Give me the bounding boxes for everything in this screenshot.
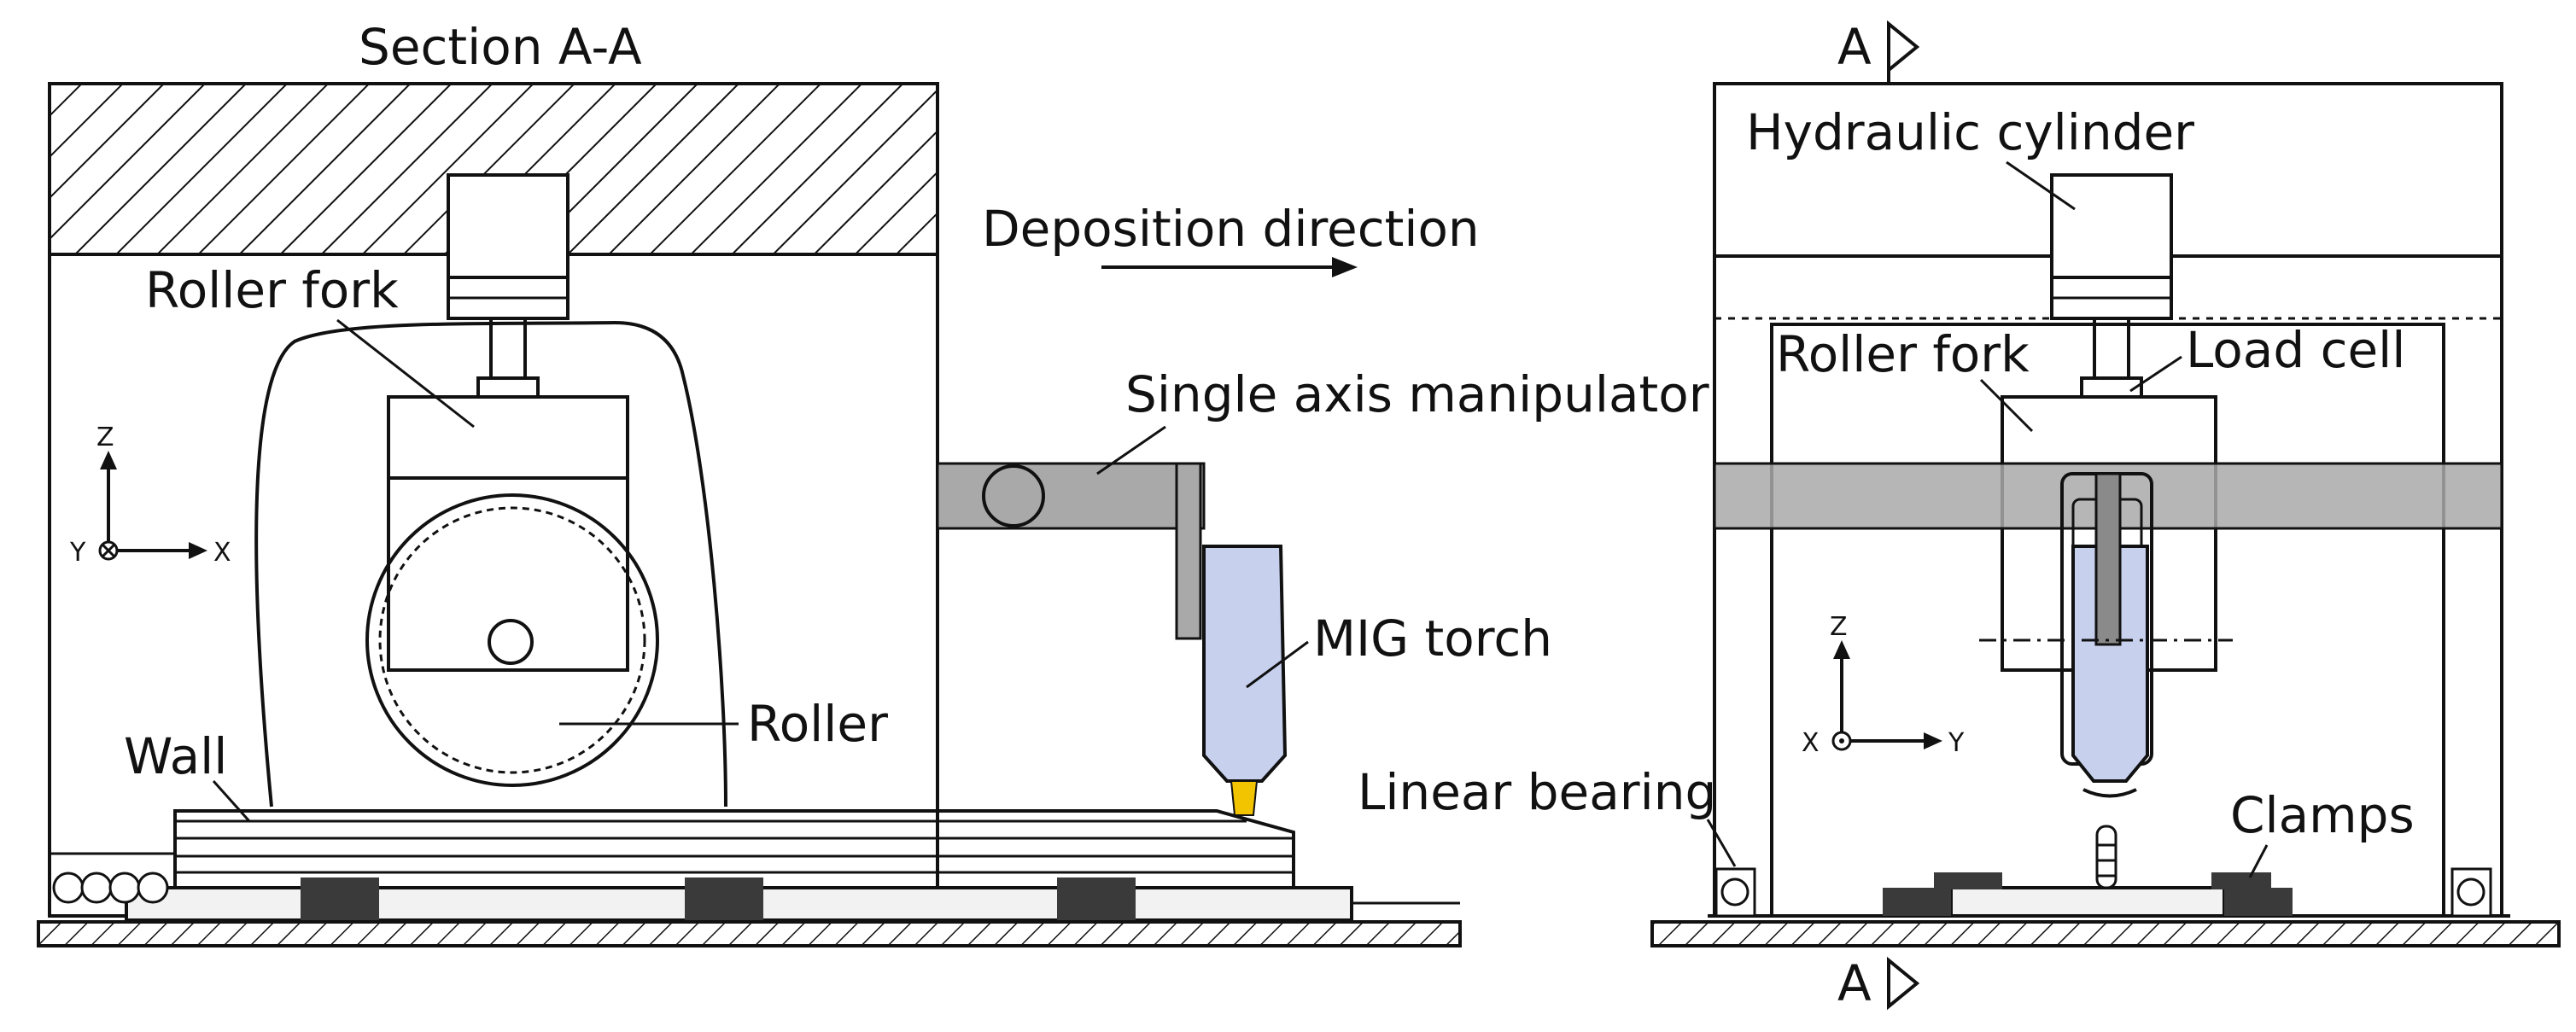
axis-triad-icon-right: Z Y X <box>1802 612 1965 758</box>
axis-y-right: Y <box>1948 728 1965 758</box>
label-linear-bearing: Linear bearing <box>1358 763 1716 821</box>
hydraulic-cylinder <box>447 173 570 279</box>
label-wall: Wall <box>124 727 227 785</box>
wire-tip <box>1230 780 1259 816</box>
inner-frame <box>1770 323 2445 916</box>
right-view: A A Hydraulic cylinder Roll <box>1650 18 2561 1012</box>
manipulator-bar <box>936 462 1206 530</box>
torch-bracket <box>1175 462 1202 640</box>
clamp-right-top <box>2211 872 2271 889</box>
label-roller: Roller <box>747 695 888 753</box>
hydraulic-cylinder-right <box>2050 173 2173 279</box>
axis-x-right: X <box>1802 728 1820 758</box>
arrow-right-icon <box>1101 257 1358 277</box>
mig-torch <box>1202 545 1288 783</box>
clamp-block-2 <box>685 877 763 922</box>
manipulator-pivot <box>982 464 1045 528</box>
left-view: Section A-A Roller fork Roller Wall <box>37 18 1716 947</box>
label-roller-fork-right: Roller fork <box>1776 325 2030 383</box>
mig-torch-side <box>2071 545 2149 783</box>
clamp-block-3 <box>1057 877 1136 922</box>
label-mig-torch: MIG torch <box>1313 609 1552 668</box>
axis-x-left: X <box>213 538 231 568</box>
label-roller-fork: Roller fork <box>145 261 399 319</box>
deposited-wall-layers <box>173 809 1295 889</box>
axis-z-left: Z <box>96 423 114 452</box>
roller-inner-dashed <box>378 506 646 774</box>
torch-bracket-side <box>2094 472 2122 646</box>
load-cell-right <box>2080 376 2143 399</box>
linear-bearing-left <box>50 852 175 904</box>
roller-axle <box>488 619 534 665</box>
section-marker-bottom: A <box>1837 954 1872 1012</box>
linear-bearing-right <box>1714 867 2492 918</box>
label-deposition-direction: Deposition direction <box>982 200 1480 258</box>
section-marker-icon: A A <box>1837 18 1920 1012</box>
section-marker-top: A <box>1837 18 1872 76</box>
axis-z-right: Z <box>1830 612 1848 642</box>
piston-rod <box>489 317 527 380</box>
label-load-cell: Load cell <box>2186 321 2405 379</box>
ground-right <box>1650 920 2561 947</box>
clamp-right <box>2224 888 2293 916</box>
label-hydraulic-cylinder: Hydraulic cylinder <box>1746 103 2194 161</box>
section-title: Section A-A <box>359 18 642 76</box>
clamp-block-1 <box>301 877 379 922</box>
axis-triad-icon: Z X Y <box>69 423 231 568</box>
axis-y-left: Y <box>69 538 86 568</box>
clamp-left <box>1883 888 1951 916</box>
roller <box>365 493 659 787</box>
clamp-left-top <box>1934 872 2002 889</box>
label-manipulator: Single axis manipulator <box>1125 365 1709 423</box>
load-cell-left <box>476 376 540 399</box>
plate-right <box>1949 886 2226 918</box>
roller-housing-outline <box>254 320 727 808</box>
ground-left <box>37 920 1462 947</box>
wall-end-view <box>2095 825 2117 889</box>
label-clamps: Clamps <box>2230 786 2415 844</box>
